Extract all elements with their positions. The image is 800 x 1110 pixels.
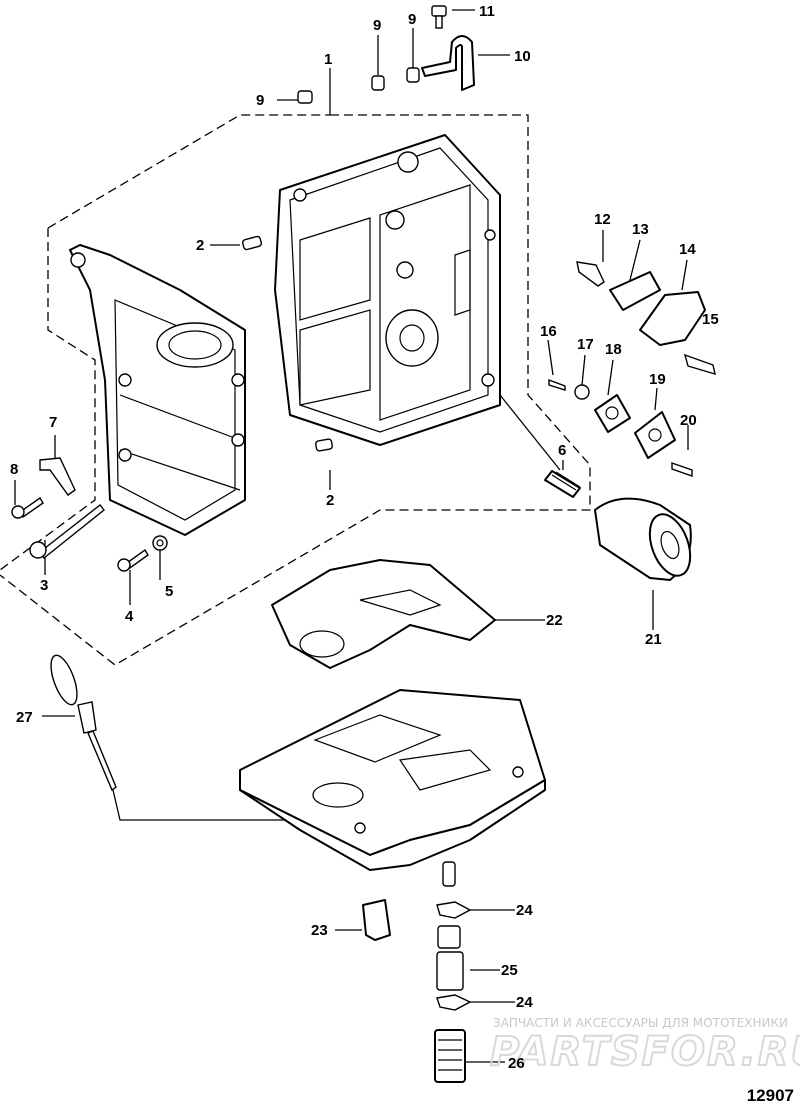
threaded-stud [544,470,581,498]
callout-c23: 23 [311,922,328,939]
callout-c2a: 2 [196,237,204,254]
callout-c1: 1 [324,51,332,68]
callout-c9b: 9 [408,11,416,28]
crankcase-cover [69,244,246,536]
clamp-and-screw [421,5,475,91]
dipstick [50,654,117,792]
gasket [271,559,496,669]
callout-c17: 17 [577,336,594,353]
callout-c3: 3 [40,577,48,594]
callout-c10: 10 [514,48,531,65]
callout-c4: 4 [125,608,134,625]
callout-c8: 8 [10,461,18,478]
sensor-components [548,261,716,477]
callout-labels: 1 2 2 3 4 5 6 7 8 9 9 9 10 11 12 13 14 1… [10,3,719,1072]
oil-pickup-parts [362,861,472,1083]
oil-filter [594,497,692,581]
callout-c2b: 2 [326,492,334,509]
callout-c5: 5 [165,583,173,600]
cylinder-block [274,134,501,446]
callout-c27: 27 [16,709,33,726]
callout-c21: 21 [645,631,662,648]
callout-c20: 20 [680,412,697,429]
svg-text:ЗАПЧАСТИ И АКСЕССУАРЫ ДЛЯ МОТО: ЗАПЧАСТИ И АКСЕССУАРЫ ДЛЯ МОТОТЕХНИКИ [493,1016,788,1030]
callout-c18: 18 [605,341,622,358]
callout-c16: 16 [540,323,557,340]
callout-c9c: 9 [256,92,264,109]
callout-c19: 19 [649,371,666,388]
callout-c9a: 9 [373,17,381,34]
callout-c12: 12 [594,211,611,228]
watermark: ЗАПЧАСТИ И АКСЕССУАРЫ ДЛЯ МОТОТЕХНИКИ PA… [489,1016,800,1076]
callout-c11: 11 [479,3,495,20]
callout-c24a: 24 [516,902,533,919]
svg-text:PARTSFOR.RU: PARTSFOR.RU [490,1029,800,1075]
callout-c6: 6 [558,442,566,459]
callout-c13: 13 [632,221,649,238]
bolts-and-washers [11,457,168,572]
dowel-pins [241,67,420,452]
callout-c25: 25 [501,962,518,979]
callout-c14: 14 [679,241,696,258]
callout-c24b: 24 [516,994,533,1011]
figure-number: 12907 [746,1086,794,1105]
adapter-plate [239,689,546,871]
callout-c22: 22 [546,612,563,629]
callout-c15: 15 [702,311,719,328]
assembly-boundary [0,114,591,666]
callout-c7: 7 [49,414,57,431]
callout-c26: 26 [508,1055,525,1072]
